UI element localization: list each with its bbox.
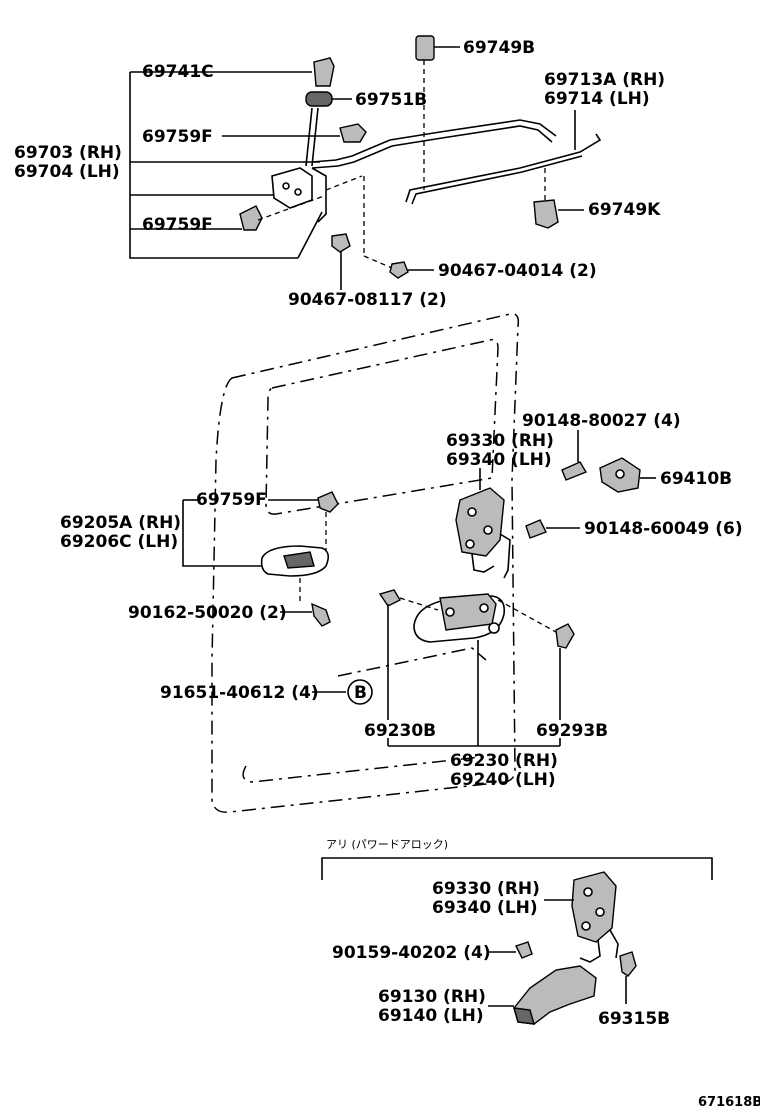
dash-69230b bbox=[399, 597, 439, 611]
dash-69293b bbox=[497, 599, 557, 633]
power-lock-hole-1 bbox=[583, 887, 593, 897]
bellcrank-hole-2 bbox=[294, 188, 302, 196]
label-69206c: 69206C (LH) bbox=[60, 532, 178, 552]
label-69714: 69714 (LH) bbox=[544, 89, 650, 109]
screw-90159-40202 bbox=[515, 941, 533, 959]
clip-69293b bbox=[555, 623, 575, 649]
label-69340-lh: 69340 (LH) bbox=[446, 450, 552, 470]
screw-90148-60049 bbox=[525, 519, 547, 539]
screw-90162-50020 bbox=[311, 602, 331, 627]
door-outline bbox=[211, 313, 520, 813]
power-lock-hole-3 bbox=[581, 921, 591, 931]
label-90159-40202: 90159-40202 (4) bbox=[332, 943, 491, 963]
clip-69759f-low bbox=[239, 205, 263, 231]
label-69704: 69704 (LH) bbox=[14, 162, 120, 182]
label-90467-04014: 90467-04014 (2) bbox=[438, 261, 597, 281]
rod-69713a-lower bbox=[311, 125, 553, 169]
label-69315b: 69315B bbox=[598, 1009, 670, 1029]
label-69759f-low: 69759F bbox=[142, 215, 213, 235]
door-lock-69330-power bbox=[571, 871, 617, 943]
handle-hole-2 bbox=[479, 603, 489, 613]
label-69703: 69703 (RH) bbox=[14, 143, 122, 163]
bellcrank-hole-1 bbox=[282, 182, 290, 190]
clip-69315b bbox=[619, 951, 637, 977]
actuator-connector bbox=[513, 1007, 535, 1025]
bracket-69205a bbox=[182, 500, 262, 567]
reference-letter-b: B bbox=[354, 683, 367, 703]
top-rod-group bbox=[129, 35, 602, 290]
rod-69714 bbox=[405, 133, 602, 203]
lock-hole-2 bbox=[483, 525, 493, 535]
label-69741c: 69741C bbox=[142, 62, 214, 82]
label-69230b: 69230B bbox=[364, 721, 436, 741]
screw-90148-80027 bbox=[561, 461, 588, 481]
power-lock-bracket bbox=[321, 857, 713, 880]
label-90148-60049: 90148-60049 (6) bbox=[584, 519, 743, 539]
power-lock-note: アリ (パワードアロック) bbox=[326, 838, 448, 851]
label-69340-lh-power: 69340 (LH) bbox=[432, 898, 538, 918]
rod-69703-b bbox=[311, 107, 319, 167]
bushing-69751b bbox=[305, 91, 333, 107]
clip-90467-08117 bbox=[331, 233, 351, 253]
label-69759f-top: 69759F bbox=[142, 127, 213, 147]
clip-69230b bbox=[378, 589, 401, 607]
power-lock-link bbox=[579, 939, 601, 963]
label-69410b: 69410B bbox=[660, 469, 732, 489]
label-69330-rh-power: 69330 (RH) bbox=[432, 879, 540, 899]
label-69751b: 69751B bbox=[355, 90, 427, 110]
rod-69714-b bbox=[411, 155, 583, 205]
rod-69713a-upper bbox=[311, 119, 557, 163]
clip-69749b bbox=[415, 35, 435, 61]
handle-hole-1 bbox=[445, 607, 455, 617]
label-91651-40612: 91651-40612 (4) bbox=[160, 683, 319, 703]
label-69140-lh: 69140 (LH) bbox=[378, 1006, 484, 1026]
label-69749b: 69749B bbox=[463, 38, 535, 58]
power-lock-hole-2 bbox=[595, 907, 605, 917]
dash-69759f-low bbox=[257, 195, 325, 221]
clip-69759f-top bbox=[339, 123, 367, 143]
dash-rod-joint bbox=[325, 175, 363, 191]
door-panel-outline bbox=[211, 313, 520, 813]
lock-hole-3 bbox=[465, 539, 475, 549]
label-69330-rh: 69330 (RH) bbox=[446, 431, 554, 451]
striker-hole bbox=[615, 469, 625, 479]
reference-circle-b bbox=[347, 679, 373, 705]
label-90148-80027: 90148-80027 (4) bbox=[522, 411, 681, 431]
label-90467-08117: 90467-08117 (2) bbox=[288, 290, 447, 310]
label-69749k: 69749K bbox=[588, 200, 661, 220]
label-69230-rh: 69230 (RH) bbox=[450, 751, 558, 771]
label-69713a: 69713A (RH) bbox=[544, 70, 665, 90]
handle-pivot bbox=[488, 622, 500, 634]
label-69293b: 69293B bbox=[536, 721, 608, 741]
lock-hole-1 bbox=[467, 507, 477, 517]
outside-handle-frame bbox=[439, 593, 497, 631]
power-lock-arm bbox=[609, 929, 619, 959]
lock-link bbox=[471, 553, 495, 573]
label-69759f-mid: 69759F bbox=[196, 490, 267, 510]
power-lock-group bbox=[321, 857, 713, 1025]
clip-69759f-mid bbox=[317, 491, 339, 513]
inside-handle-lever bbox=[283, 551, 315, 569]
bellcrank-arm bbox=[311, 167, 327, 223]
leader-bellcrank bbox=[297, 211, 323, 259]
label-90162-50020: 90162-50020 (2) bbox=[128, 603, 287, 623]
label-69130-rh: 69130 (RH) bbox=[378, 987, 486, 1007]
dash-90467-04014-b bbox=[363, 255, 393, 269]
bellcrank-plate bbox=[271, 167, 313, 209]
rod-69703 bbox=[305, 107, 313, 167]
clip-90467-04014 bbox=[389, 261, 409, 279]
lock-arm bbox=[499, 533, 511, 579]
door-lower-trim bbox=[242, 755, 491, 783]
knob-69741c bbox=[313, 57, 335, 87]
middle-parts-group bbox=[182, 430, 656, 747]
diagram-code: 671618B bbox=[698, 1095, 760, 1110]
clip-69749k bbox=[533, 199, 559, 229]
door-inner-line bbox=[337, 647, 487, 677]
label-69240-lh: 69240 (LH) bbox=[450, 770, 556, 790]
door-window-outline bbox=[265, 338, 499, 515]
group-bracket bbox=[129, 72, 298, 259]
label-69205a: 69205A (RH) bbox=[60, 513, 181, 533]
door-lock-69330 bbox=[455, 487, 505, 557]
